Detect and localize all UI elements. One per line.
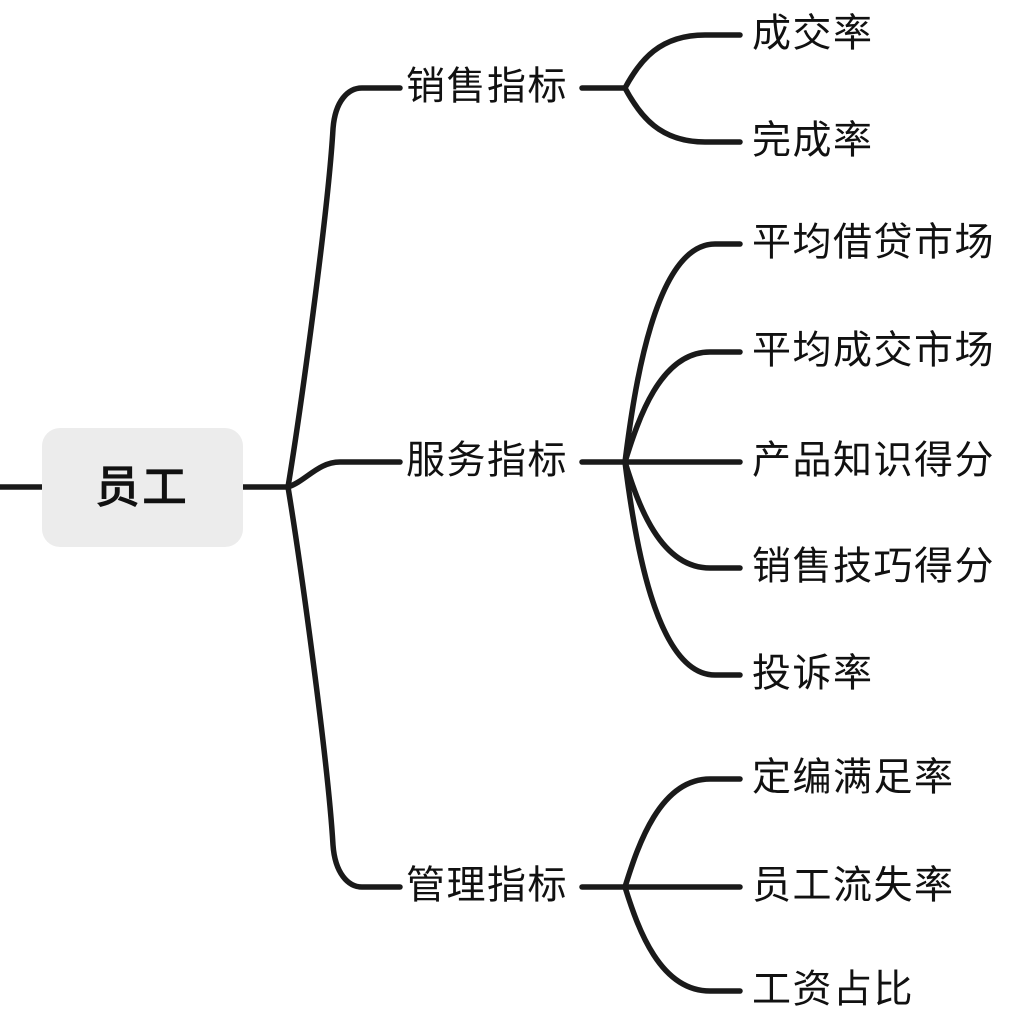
leaf-node-complaint-rate[interactable]: 投诉率 [752, 652, 874, 696]
connector-service-leaf-4 [622, 459, 743, 571]
branch-node-sales[interactable]: 销售指标 [406, 65, 569, 109]
leaf-node-completion-rate[interactable]: 完成率 [752, 119, 874, 163]
connector-root-to-management [285, 484, 403, 890]
leaf-node-closing-rate[interactable]: 成交率 [752, 12, 874, 56]
leaf-node-sales-skill-score[interactable]: 销售技巧得分 [752, 545, 996, 589]
connector-management-leaf-1 [622, 776, 743, 890]
branch-node-service[interactable]: 服务指标 [406, 439, 569, 483]
leaf-node-avg-lending-market[interactable]: 平均借贷市场 [752, 221, 996, 265]
connector-sales-leaf-1 [622, 32, 743, 91]
leaf-node-avg-deal-market[interactable]: 平均成交市场 [752, 329, 996, 373]
leaf-node-employee-turnover-rate[interactable]: 员工流失率 [752, 864, 955, 908]
connector-service-leaf-1 [622, 241, 743, 465]
connector-sales-leaf-2 [622, 85, 743, 145]
leaf-node-staffing-fulfillment-rate[interactable]: 定编满足率 [752, 756, 955, 800]
connector-management-leaf-3 [622, 884, 743, 994]
root-node-label: 员工 [95, 462, 190, 512]
connector-root-to-sales [285, 85, 403, 490]
connector-root-to-service [285, 459, 403, 490]
leaf-node-product-knowledge-score[interactable]: 产品知识得分 [752, 439, 996, 483]
leaf-node-salary-ratio[interactable]: 工资占比 [752, 968, 915, 1012]
root-node-employee[interactable]: 员工 [42, 428, 243, 547]
branch-node-management[interactable]: 管理指标 [406, 864, 569, 908]
connector-service-leaf-2 [622, 349, 743, 465]
connector-service-leaf-5 [622, 459, 743, 678]
